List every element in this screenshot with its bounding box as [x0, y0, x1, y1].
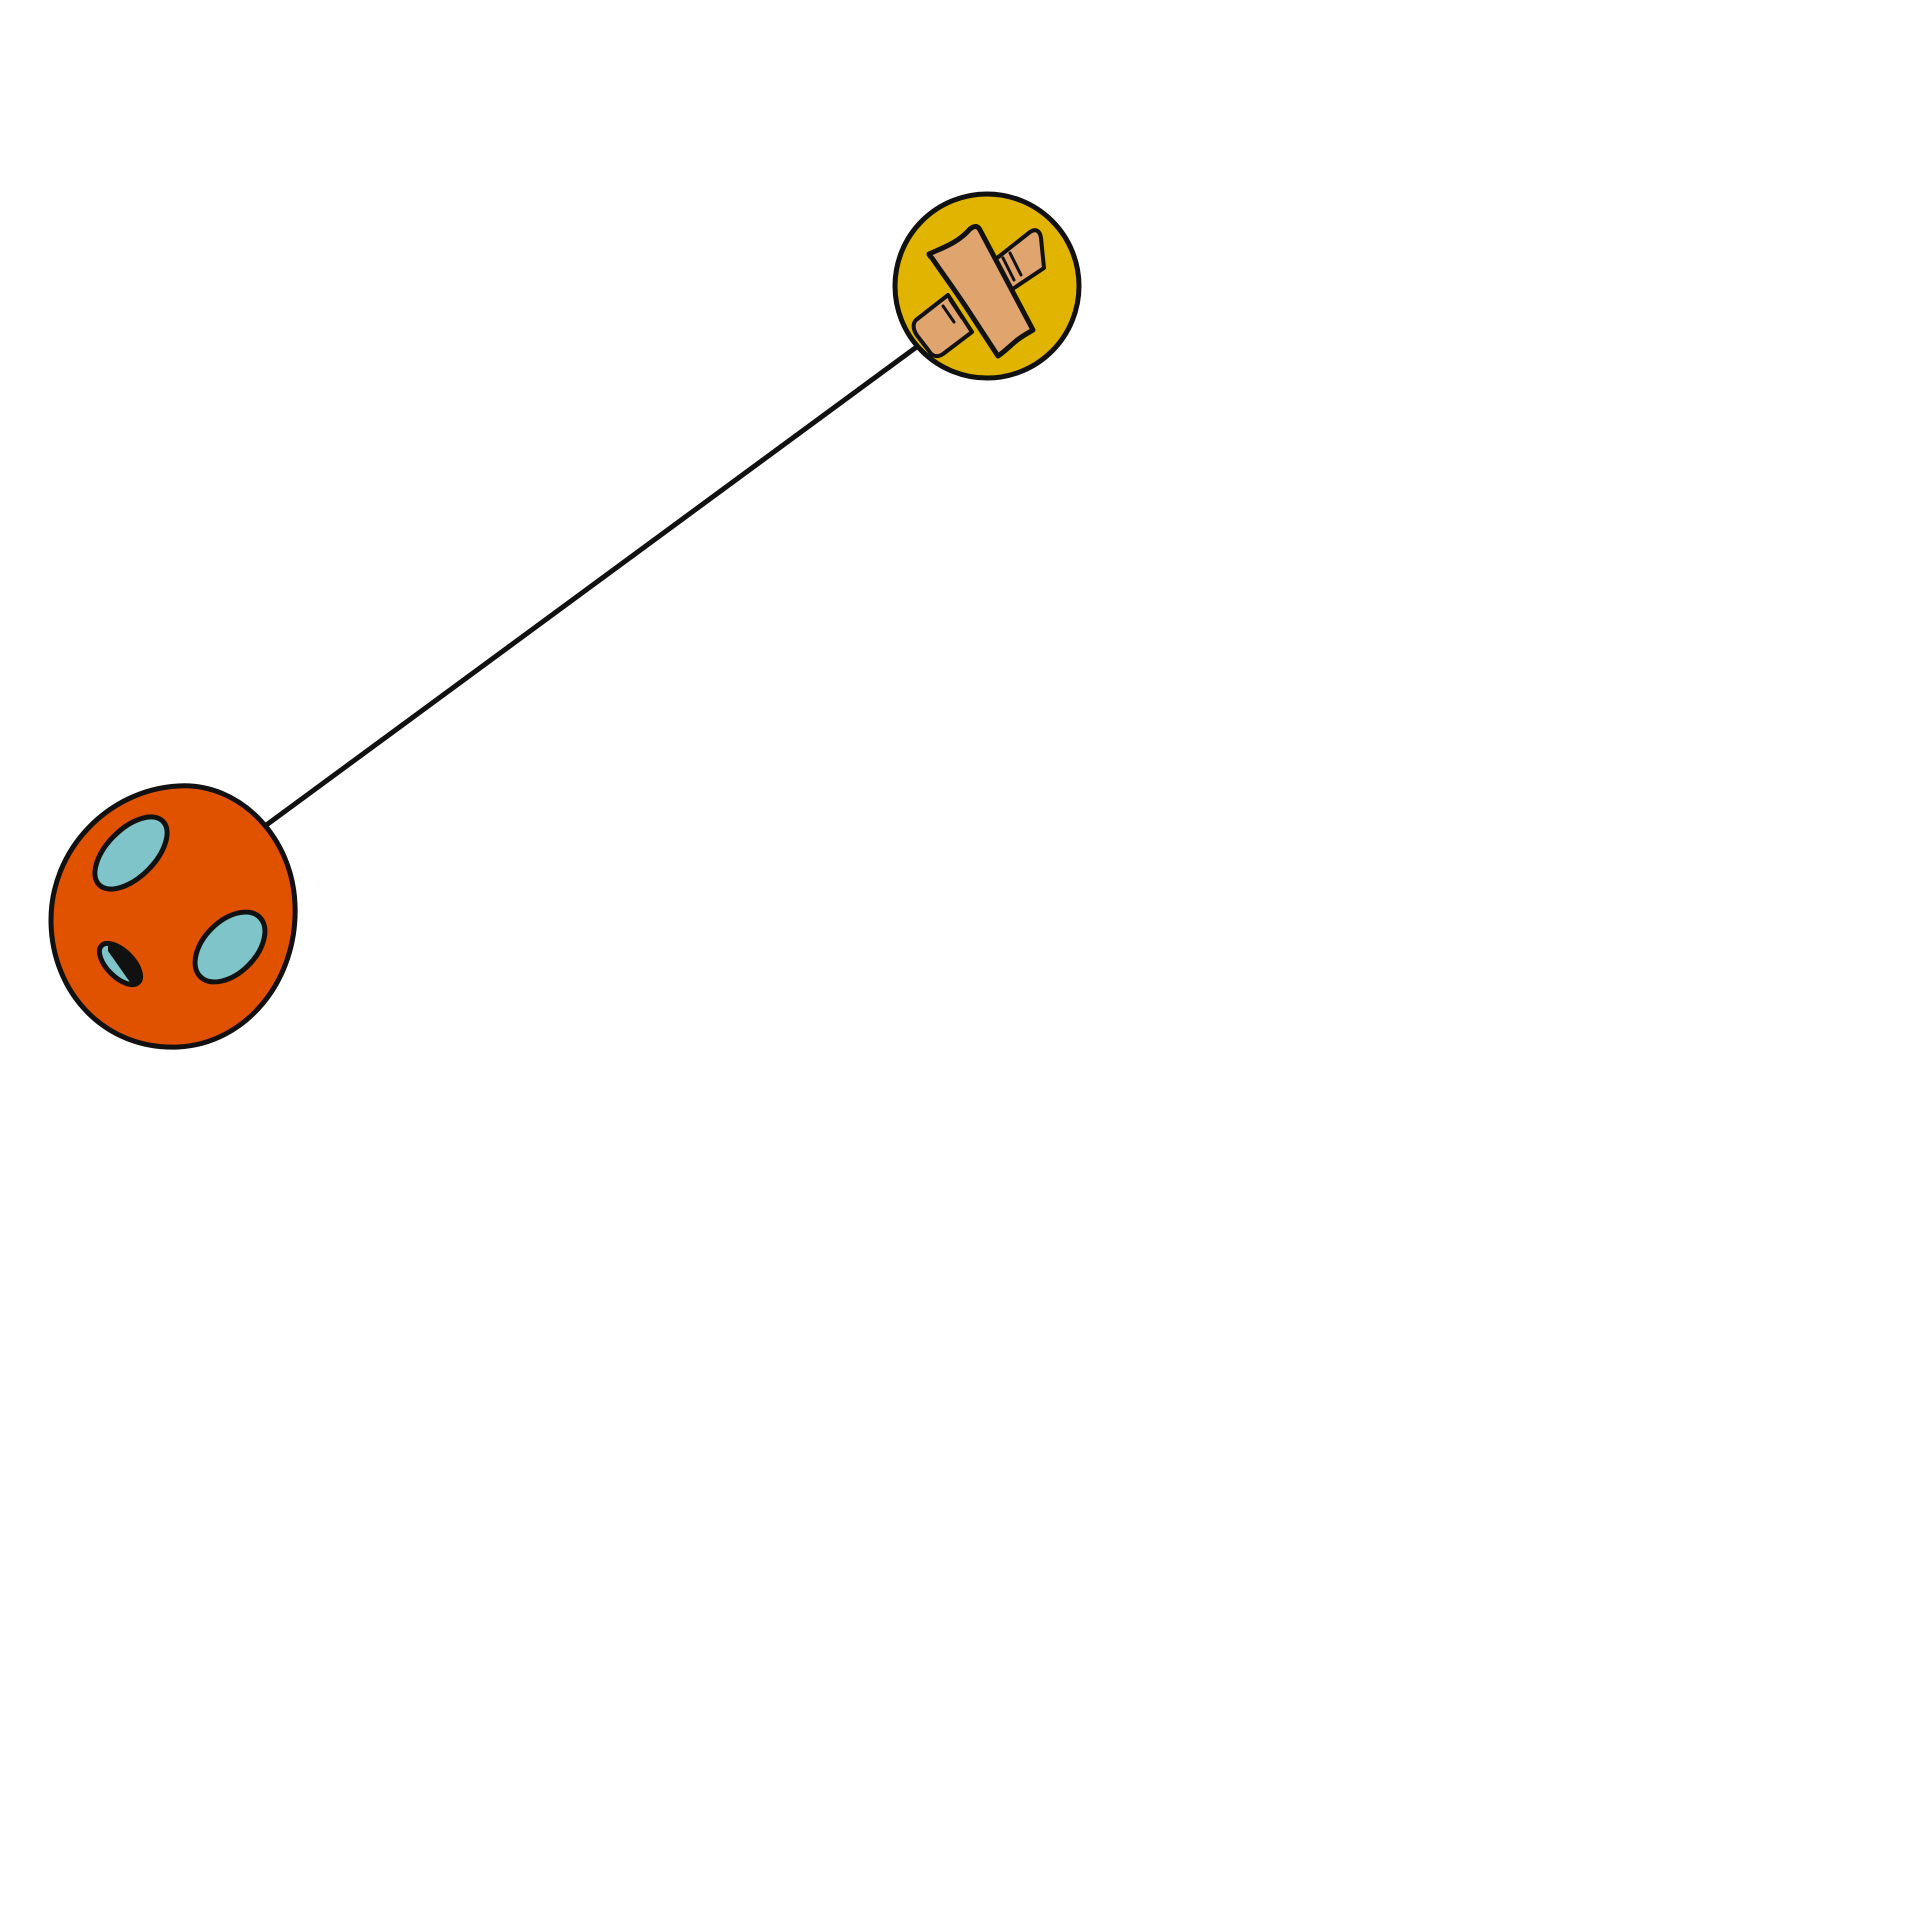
bandage-hatch: [948, 298, 964, 320]
planet-spot-shadow: [108, 946, 142, 985]
planet-spot: [92, 814, 170, 892]
bandage-hatch: [941, 304, 956, 324]
bandage-strip-main: [926, 224, 1036, 359]
crossed-bandages-node[interactable]: [892, 191, 1082, 381]
bandage-hatch: [1001, 256, 1016, 282]
node-connection-path: [262, 340, 925, 829]
spotted-planet-icon: [92, 814, 268, 988]
spotted-planet-node[interactable]: [48, 783, 298, 1050]
bandage-hatch: [1008, 251, 1023, 277]
planet-spot: [192, 909, 268, 985]
crossed-bandages-icon: [911, 224, 1046, 359]
